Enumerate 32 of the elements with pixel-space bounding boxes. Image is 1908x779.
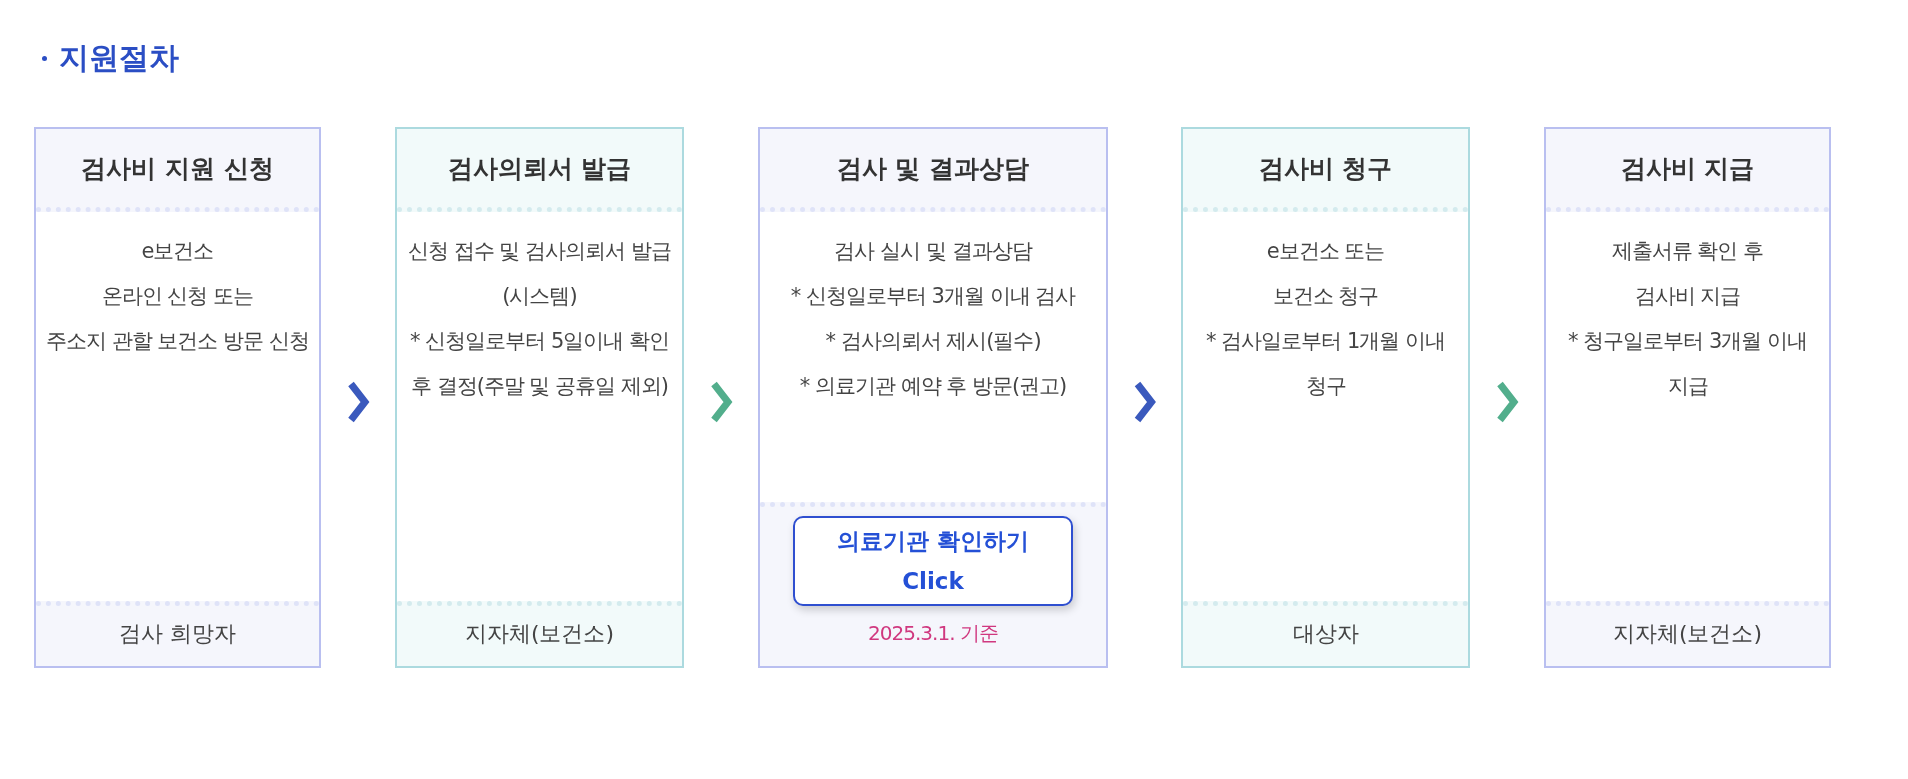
step-heading: 검사비 지급 [1546,129,1829,212]
step-heading: 검사 및 결과상담 [760,129,1106,212]
responsible-party: 지자체(보건소) [1611,620,1764,648]
step-card [395,127,684,668]
step-heading: 검사비 청구 [1183,129,1468,212]
step-description: 신청 접수 및 검사의뢰서 발급(시스템) [407,238,672,310]
step-card [758,127,1108,668]
step-description: e보건소 또는 [1265,238,1386,265]
responsible-party: 대상자 [1291,620,1360,648]
responsible-party: 지자체(보건소) [463,620,616,648]
step-description: * 의료기관 예약 후 방문(권고) [798,373,1068,400]
date-note: 2025.3.1. 기준 [867,620,999,647]
responsible-party: 검사 희망자 [118,620,237,648]
link-button: 의료기관 확인하기 Click [793,516,1073,606]
step-card [34,127,321,668]
step-description: * 검사일로부터 1개월 이내 청구 [1205,328,1446,400]
title: 지원절차 [59,39,179,77]
step-description: * 청구일로부터 3개월 이내 지급 [1567,328,1808,400]
step-description: 보건소 청구 [1271,283,1380,310]
step-description: 제출서류 확인 후 [1610,238,1765,265]
step-description: * 검사의뢰서 제시(필수) [824,328,1042,355]
step-description: 온라인 신청 또는 [100,283,255,310]
step-heading: 검사의뢰서 발급 [397,129,682,212]
step-description: 검사비 지급 [1633,283,1742,310]
step-card [1544,127,1831,668]
step-description: 검사 실시 및 결과상담 [833,238,1034,265]
step-heading: 검사비 지원 신청 [36,129,319,212]
step-description: * 신청일로부터 5일이내 확인 후 결정(주말 및 공휴일 제외) [409,328,670,400]
step-card [1181,127,1470,668]
step-description: * 신청일로부터 3개월 이내 검사 [789,283,1077,310]
step-description: 주소지 관할 보건소 방문 신청 [45,328,310,355]
step-description: e보건소 [140,238,215,265]
